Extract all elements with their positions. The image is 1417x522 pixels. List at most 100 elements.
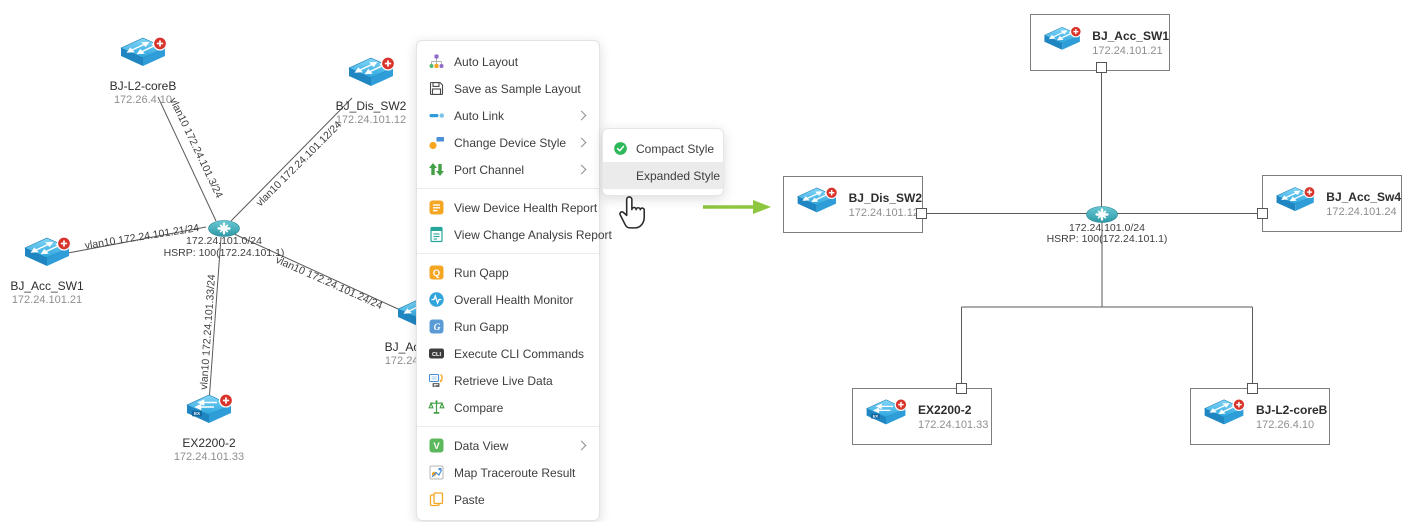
svg-text:Q: Q — [433, 268, 440, 279]
menu-item-run-qapp[interactable]: Q Run Qapp — [417, 259, 599, 286]
device-name: BJ-L2-coreB — [1256, 402, 1328, 417]
menu-item-compare[interactable]: Compare — [417, 394, 599, 421]
menu-item-change-device-style[interactable]: Change Device Style — [417, 129, 599, 156]
menu-item-label: Auto Link — [454, 108, 505, 123]
menu-item-paste[interactable]: Paste — [417, 486, 599, 513]
device-ip: 172.26.4.10 — [113, 94, 173, 106]
menu-item-view-change-analysis-report[interactable]: View Change Analysis Report — [417, 221, 612, 248]
menu-item-label: Data View — [454, 438, 509, 453]
link-line — [157, 96, 217, 222]
menu-item-overall-health-monitor[interactable]: Overall Health Monitor — [417, 286, 599, 313]
port-connector — [1096, 62, 1107, 73]
svg-text:V: V — [433, 441, 440, 452]
device-ip: 172.26.4.10 — [1256, 418, 1315, 431]
svg-text:CLI: CLI — [432, 352, 441, 358]
lan-segment-icon[interactable] — [1085, 205, 1119, 224]
run-qapp-icon: Q — [428, 264, 445, 281]
device-name: EX2200-2 — [182, 436, 236, 450]
submenu-arrow-icon — [576, 110, 587, 121]
link-line — [230, 97, 353, 222]
menu-item-auto-link[interactable]: Auto Link — [417, 102, 599, 129]
change-analysis-report-icon — [428, 226, 445, 243]
device-ip: 172.24.101.12 — [848, 206, 919, 219]
menu-item-label: Port Channel — [454, 162, 525, 177]
device-ip: 172.24.101.21 — [11, 294, 83, 306]
ex-badge-label: EX — [194, 411, 200, 416]
device-node-bj-dis-sw2[interactable]: BJ_Dis_SW2 172.24.101.12 — [316, 56, 426, 126]
submenu-item-compact-style[interactable]: Compact Style — [603, 135, 723, 162]
device-name: EX2200-2 — [918, 402, 972, 417]
empty-icon-slot — [613, 168, 628, 183]
device-box-bj-acc-sw4[interactable]: BJ_Acc_Sw4 172.24.101.24 — [1262, 175, 1402, 232]
switch-icon: EX — [866, 398, 908, 425]
device-ip: 172.24.101.12 — [335, 114, 407, 126]
menu-item-label: Save as Sample Layout — [454, 81, 581, 96]
cli-icon: CLI — [428, 345, 445, 362]
link-line — [231, 232, 399, 310]
switch-icon — [796, 186, 838, 213]
compare-icon — [428, 399, 445, 416]
transform-arrow-icon — [703, 200, 771, 214]
device-name: BJ_Dis_SW2 — [848, 190, 922, 205]
menu-item-run-gapp[interactable]: G Run Gapp — [417, 313, 599, 340]
menu-item-label: View Change Analysis Report — [454, 227, 612, 242]
menu-item-label: Execute CLI Commands — [454, 346, 585, 361]
map-traceroute-icon — [428, 464, 445, 481]
submenu-arrow-icon — [576, 440, 587, 451]
menu-item-save-as-sample-layout[interactable]: Save as Sample Layout — [417, 75, 599, 102]
switch-icon — [120, 36, 168, 66]
switch-icon — [348, 56, 396, 86]
submenu-item-expanded-style[interactable]: Expanded Style — [603, 162, 723, 189]
menu-item-retrieve-live-data[interactable]: Retrieve Live Data — [417, 367, 599, 394]
port-connector — [916, 208, 927, 219]
check-circle-icon — [613, 141, 628, 156]
menu-item-auto-layout[interactable]: Auto Layout — [417, 48, 599, 75]
run-gapp-icon: G — [428, 318, 445, 335]
menu-item-port-channel[interactable]: Port Channel — [417, 156, 599, 183]
submenu-arrow-icon — [576, 137, 587, 148]
device-health-report-icon — [428, 199, 445, 216]
device-style-submenu: Compact Style Expanded Style — [602, 128, 724, 196]
menu-item-execute-cli-commands[interactable]: CLI Execute CLI Commands — [417, 340, 599, 367]
menu-item-label: Change Device Style — [454, 135, 567, 150]
device-ip: 172.24.101.33 — [173, 451, 245, 463]
menu-item-label: Compare — [454, 400, 504, 415]
menu-item-label: Run Gapp — [454, 319, 509, 334]
device-name: BJ-L2-coreB — [109, 79, 177, 93]
submenu-arrow-icon — [576, 164, 587, 175]
device-box-bj-l2-coreb[interactable]: BJ-L2-coreB 172.26.4.10 — [1190, 388, 1330, 445]
menu-item-label: Overall Health Monitor — [454, 292, 574, 307]
menu-item-map-traceroute-result[interactable]: Map Traceroute Result — [417, 459, 599, 486]
retrieve-live-data-icon — [428, 372, 445, 389]
switch-icon — [1204, 398, 1246, 425]
menu-separator — [417, 188, 599, 189]
device-node-ex2200-2[interactable]: EX EX2200-2 172.24.101.33 — [154, 393, 264, 463]
menu-item-label: Map Traceroute Result — [454, 465, 576, 480]
device-ip: 172.24.101.33 — [918, 418, 989, 431]
menu-item-data-view[interactable]: V Data View — [417, 432, 599, 459]
device-box-ex2200-2[interactable]: EX EX2200-2 172.24.101.33 — [852, 388, 992, 445]
data-view-icon: V — [428, 437, 445, 454]
menu-item-label: Paste — [454, 492, 485, 507]
port-channel-icon — [428, 161, 445, 178]
device-box-bj-dis-sw2[interactable]: BJ_Dis_SW2 172.24.101.12 — [783, 176, 923, 233]
map-context-menu: Auto Layout Save as Sample Layout — [416, 40, 612, 521]
device-node-bj-l2-coreb[interactable]: BJ-L2-coreB 172.26.4.10 — [88, 36, 198, 106]
switch-icon — [24, 236, 72, 266]
hsrp-label: HSRP: 100(172.24.101.1) — [1046, 233, 1168, 245]
menu-item-view-device-health-report[interactable]: View Device Health Report — [417, 194, 599, 221]
submenu-item-label: Compact Style — [636, 141, 715, 156]
svg-text:G: G — [434, 323, 441, 333]
device-ip: 172.24.101.21 — [1092, 44, 1163, 57]
health-monitor-icon — [428, 291, 445, 308]
menu-item-label: View Device Health Report — [454, 200, 598, 215]
device-name: BJ_Acc_Sw4 — [1326, 189, 1401, 204]
lan-segment-icon[interactable] — [207, 219, 241, 238]
port-connector — [1247, 383, 1258, 394]
submenu-item-label: Expanded Style — [636, 168, 721, 183]
device-node-bj-acc-sw1[interactable]: BJ_Acc_SW1 172.24.101.21 — [0, 236, 102, 306]
port-connector — [1257, 208, 1268, 219]
paste-icon — [428, 491, 445, 508]
